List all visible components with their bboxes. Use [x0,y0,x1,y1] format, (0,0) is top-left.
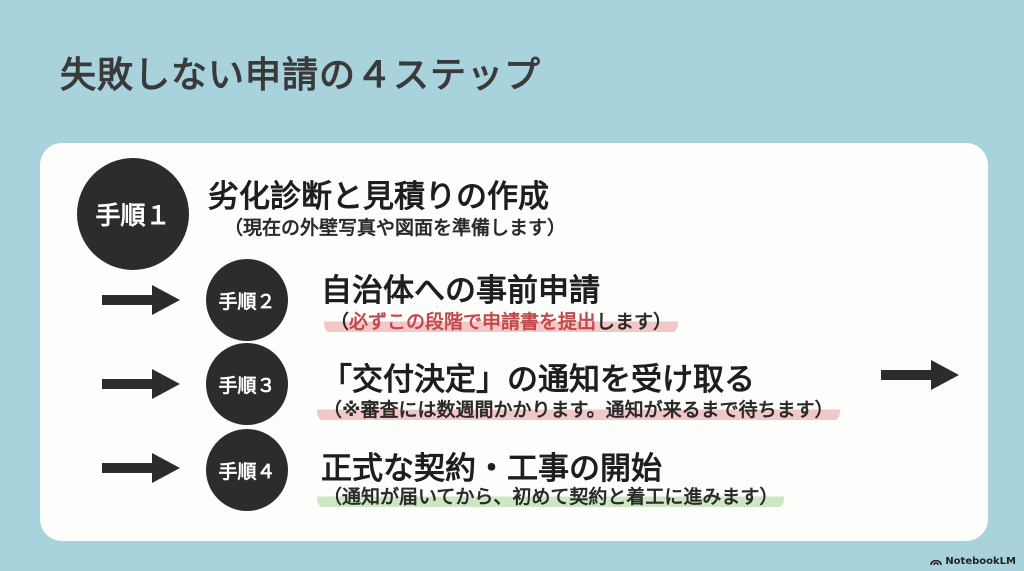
step-2-note: （必ずこの段階で申請書を提出します） [324,307,679,334]
step-3-note-text: （※審査には数週間かかります。通知が来るまで待ちます） [317,399,840,422]
step-2-note-open: （ [330,311,350,333]
step-1-badge: 手順１ [77,158,189,270]
step-4-badge: 手順４ [206,429,288,511]
arrow-right-icon [881,360,959,390]
arrow-right-icon [102,285,180,315]
notebooklm-logo: NotebookLM [930,556,1016,567]
notebooklm-icon [930,559,943,566]
step-3-note: （※審査には数週間かかります。通知が来るまで待ちます） [317,395,840,422]
step-2-title: 自治体への事前申請 [321,273,600,309]
step-2-badge: 手順２ [206,259,288,341]
step-3-title: 「交付決定」の通知を受け取る [321,362,755,398]
step-2-note-emphasis: 必ずこの段階で申請書を提出 [349,311,597,333]
arrow-right-icon [102,369,180,399]
step-4-note-text: （通知が届いてから、初めて契約と着工に進みます） [317,486,785,509]
step-2-note-highlight: （必ずこの段階で申請書を提出します） [324,311,679,334]
step-1-title: 劣化診断と見積りの作成 [208,179,549,215]
logo-text: NotebookLM [945,556,1016,567]
arrow-right-icon [102,453,180,483]
step-1-note: （現在の外壁写真や図面を準備します） [224,217,567,239]
step-2-note-rest: します） [596,311,673,333]
step-4-note: （通知が届いてから、初めて契約と着工に進みます） [317,482,785,509]
slide-title: 失敗しない申請の４ステップ [60,55,542,96]
step-4-title: 正式な契約・工事の開始 [321,451,662,487]
step-3-badge: 手順３ [206,343,288,425]
steps-card: 手順１ 劣化診断と見積りの作成 （現在の外壁写真や図面を準備します） 手順２ 自… [40,143,988,541]
